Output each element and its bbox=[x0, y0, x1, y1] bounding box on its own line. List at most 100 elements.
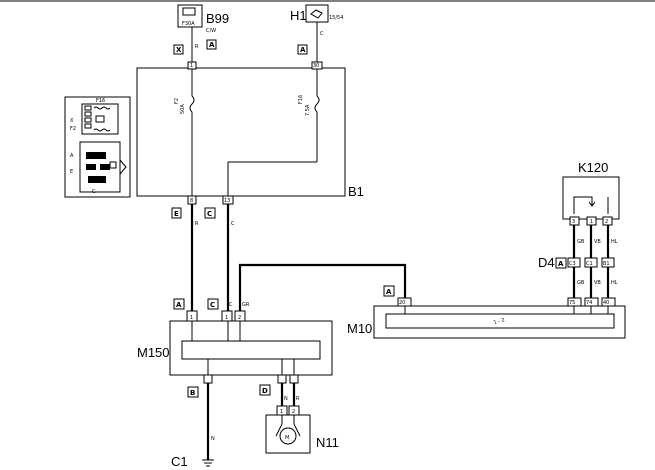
h1-component: H1 15/54 bbox=[290, 4, 343, 23]
b99-box bbox=[177, 4, 203, 28]
h1-pin-label: 15/54 bbox=[329, 15, 343, 21]
svg-text:40: 40 bbox=[603, 300, 609, 306]
svg-text:A: A bbox=[70, 153, 74, 159]
m150-inner-bar bbox=[181, 340, 321, 360]
svg-text:A: A bbox=[176, 301, 182, 309]
connector-d-m150: D bbox=[259, 384, 271, 396]
connector-a-m150: A bbox=[173, 298, 185, 310]
svg-text:C3: C3 bbox=[569, 261, 576, 267]
svg-text:C: C bbox=[92, 189, 96, 195]
h1-label: H1 bbox=[290, 8, 307, 23]
svg-text:GB: GB bbox=[577, 280, 585, 286]
wire-m150-m10-gr bbox=[238, 263, 407, 311]
svg-text:A: A bbox=[209, 41, 215, 49]
n11-outline bbox=[265, 414, 311, 454]
fuse-f16-rating: 7.5A bbox=[305, 104, 311, 116]
k120-label: K120 bbox=[578, 160, 608, 175]
svg-text:C: C bbox=[210, 301, 215, 309]
d4-connector: D4 A C3 C1 B1 bbox=[538, 255, 615, 270]
k120-component: K120 3 1 2 bbox=[562, 160, 620, 226]
svg-text:VB: VB bbox=[594, 280, 601, 286]
b99-inner-label: F30A bbox=[182, 21, 195, 27]
svg-text:1: 1 bbox=[280, 409, 283, 415]
svg-text:C: C bbox=[207, 210, 212, 218]
svg-text:D: D bbox=[262, 387, 268, 395]
k120-outline bbox=[562, 176, 620, 220]
wire-color-b99: R bbox=[195, 44, 199, 50]
svg-text:E: E bbox=[174, 210, 179, 218]
m150-outline bbox=[169, 320, 333, 376]
b99-component: F30A B99 C/W bbox=[177, 4, 229, 34]
m150-label: M150 bbox=[137, 345, 170, 360]
svg-text:A: A bbox=[300, 46, 306, 54]
svg-text:C: C bbox=[229, 302, 233, 308]
svg-text:R: R bbox=[195, 221, 199, 227]
fuse-f2-symbol bbox=[189, 95, 195, 113]
connector-a-m10: A bbox=[383, 285, 395, 297]
svg-text:HL: HL bbox=[611, 239, 618, 245]
svg-text:HL: HL bbox=[611, 280, 618, 286]
fuse-f16-label: F16 bbox=[298, 95, 304, 104]
svg-text:GB: GB bbox=[577, 239, 585, 245]
fuse-f2-rating: 50A bbox=[180, 104, 186, 114]
motor-icon bbox=[279, 427, 297, 445]
b1-label: B1 bbox=[348, 184, 364, 199]
svg-text:13: 13 bbox=[224, 198, 230, 204]
m10-inner-bar bbox=[385, 313, 615, 329]
b1-outline bbox=[136, 67, 346, 197]
m10-module: A 20 75 74 40 1 - 2 M10 bbox=[347, 285, 626, 339]
svg-text:F2: F2 bbox=[70, 126, 76, 132]
svg-text:2: 2 bbox=[605, 219, 608, 225]
svg-text:1: 1 bbox=[590, 219, 593, 225]
b1-fusebox: 1 30 F2 50A F16 7.5A 8 13 B1 bbox=[136, 61, 364, 205]
connector-c-m150: C bbox=[207, 298, 219, 310]
connector-c-b1: C bbox=[204, 207, 216, 219]
svg-text:1: 1 bbox=[190, 315, 193, 321]
svg-text:A: A bbox=[558, 260, 564, 268]
svg-text:X: X bbox=[176, 46, 182, 54]
m10-label: M10 bbox=[347, 321, 372, 336]
connector-a-b99: A bbox=[206, 39, 217, 50]
n11-motor: 1 2 M N11 bbox=[265, 405, 339, 454]
svg-text:74: 74 bbox=[586, 300, 592, 306]
svg-text:2: 2 bbox=[238, 315, 241, 321]
fuse-f2-label: F2 bbox=[174, 98, 180, 104]
svg-text:8: 8 bbox=[190, 198, 193, 204]
svg-text:3: 3 bbox=[572, 219, 575, 225]
svg-text:B1: B1 bbox=[603, 261, 610, 267]
d4-label: D4 bbox=[538, 255, 555, 270]
svg-text:X: X bbox=[70, 118, 74, 124]
svg-text:M: M bbox=[285, 435, 289, 441]
svg-text:1: 1 bbox=[190, 63, 193, 69]
fuse-f16-symbol bbox=[314, 95, 320, 113]
inset-title: F16 bbox=[96, 98, 105, 104]
svg-text:A: A bbox=[386, 288, 392, 296]
b99-wire-code: C/W bbox=[206, 28, 216, 34]
connector-b-m150: B bbox=[187, 386, 199, 398]
svg-text:N: N bbox=[211, 436, 215, 442]
svg-text:VB: VB bbox=[594, 239, 601, 245]
svg-text:2: 2 bbox=[292, 409, 295, 415]
connector-a-d4: A bbox=[555, 257, 567, 269]
wire-color-h1: C bbox=[320, 31, 324, 37]
b99-label: B99 bbox=[206, 11, 229, 26]
m10-outline bbox=[373, 305, 626, 339]
connector-a-h1: A bbox=[297, 44, 308, 55]
b99-battery-symbol bbox=[182, 7, 196, 16]
svg-text:30: 30 bbox=[313, 63, 319, 69]
svg-text:20: 20 bbox=[399, 300, 405, 306]
c1-ground: C1 bbox=[171, 454, 214, 469]
svg-text:R: R bbox=[296, 396, 300, 402]
key-icon bbox=[310, 9, 323, 19]
svg-text:75: 75 bbox=[569, 300, 575, 306]
svg-text:E: E bbox=[70, 169, 73, 175]
svg-text:1: 1 bbox=[225, 315, 228, 321]
c1-label: C1 bbox=[171, 454, 188, 469]
fusebox-inset-legend: F16 X F2 A E C bbox=[64, 96, 131, 198]
connector-e-b1: E bbox=[171, 207, 182, 219]
m150-module: A C C GR 1 1 2 M150 bbox=[137, 298, 333, 384]
svg-text:B: B bbox=[190, 389, 195, 397]
connector-x-b99: X bbox=[173, 44, 184, 55]
m10-inner-label: 1 - 2 bbox=[493, 317, 506, 326]
